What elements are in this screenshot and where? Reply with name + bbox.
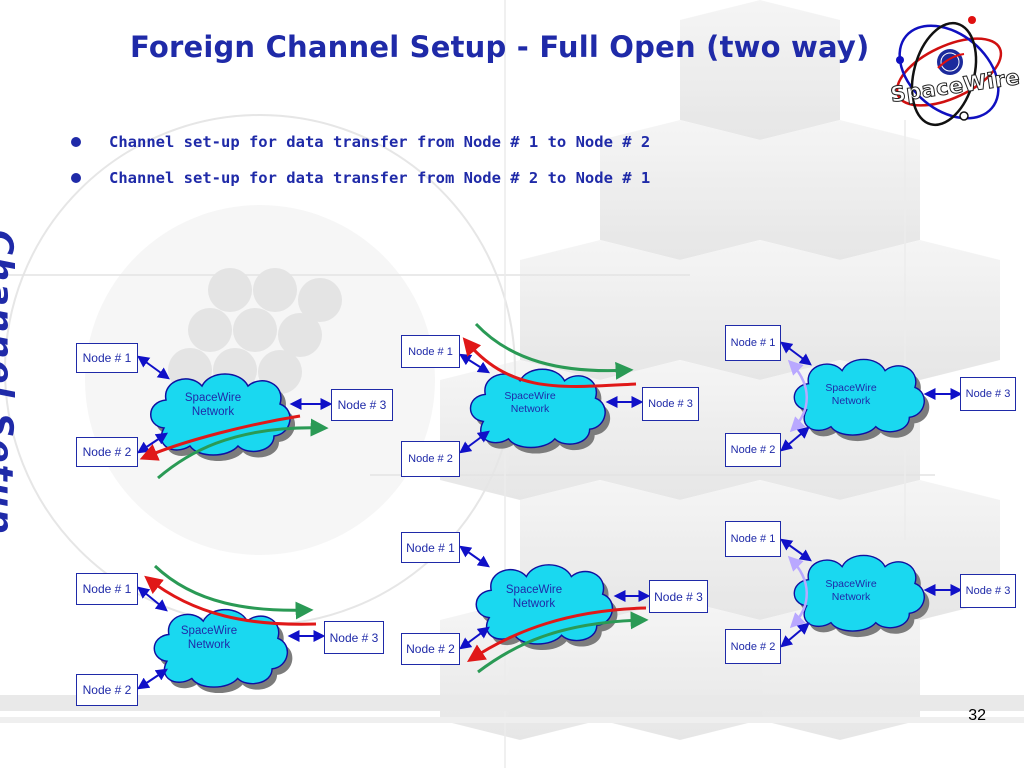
diagram-5-node-3: Node # 3 <box>649 580 708 613</box>
bullet-text: Channel set-up for data transfer from No… <box>109 133 651 151</box>
bullet-text: Channel set-up for data transfer from No… <box>109 169 651 187</box>
bullet-item: Channel set-up for data transfer from No… <box>70 128 650 164</box>
diagram-3-node-1: Node # 1 <box>725 325 781 361</box>
bullet-list: Channel set-up for data transfer from No… <box>70 128 650 200</box>
bullet-dot-icon <box>71 137 81 147</box>
diagram-4-node-1: Node # 1 <box>76 573 138 605</box>
diagram-2-node-1: Node # 1 <box>401 335 460 368</box>
spacewire-logo <box>895 16 1003 127</box>
bullet-dot-icon <box>71 173 81 183</box>
diagram-1-node-2: Node # 2 <box>76 437 138 467</box>
diagram-3-node-3: Node # 3 <box>960 377 1016 411</box>
diagram-2-node-2: Node # 2 <box>401 441 460 477</box>
diagram-6-node-1: Node # 1 <box>725 521 781 557</box>
diagram-1-node-1: Node # 1 <box>76 343 138 373</box>
diagram-1-node-3: Node # 3 <box>331 389 393 421</box>
side-vertical-text: Channel Setup <box>0 230 20 536</box>
bullet-item: Channel set-up for data transfer from No… <box>70 164 650 200</box>
diagram-2-node-3: Node # 3 <box>642 387 699 421</box>
page-number: 32 <box>968 707 986 724</box>
slide-title: Foreign Channel Setup - Full Open (two w… <box>130 30 870 64</box>
diagram-5-node-1: Node # 1 <box>401 532 460 563</box>
diagram-4-node-2: Node # 2 <box>76 674 138 706</box>
diagram-6-node-3: Node # 3 <box>960 574 1016 608</box>
diagram-6-node-2: Node # 2 <box>725 629 781 664</box>
diagram-5-node-2: Node # 2 <box>401 633 460 665</box>
diagram-4-node-3: Node # 3 <box>324 621 384 654</box>
diagram-3-node-2: Node # 2 <box>725 433 781 467</box>
